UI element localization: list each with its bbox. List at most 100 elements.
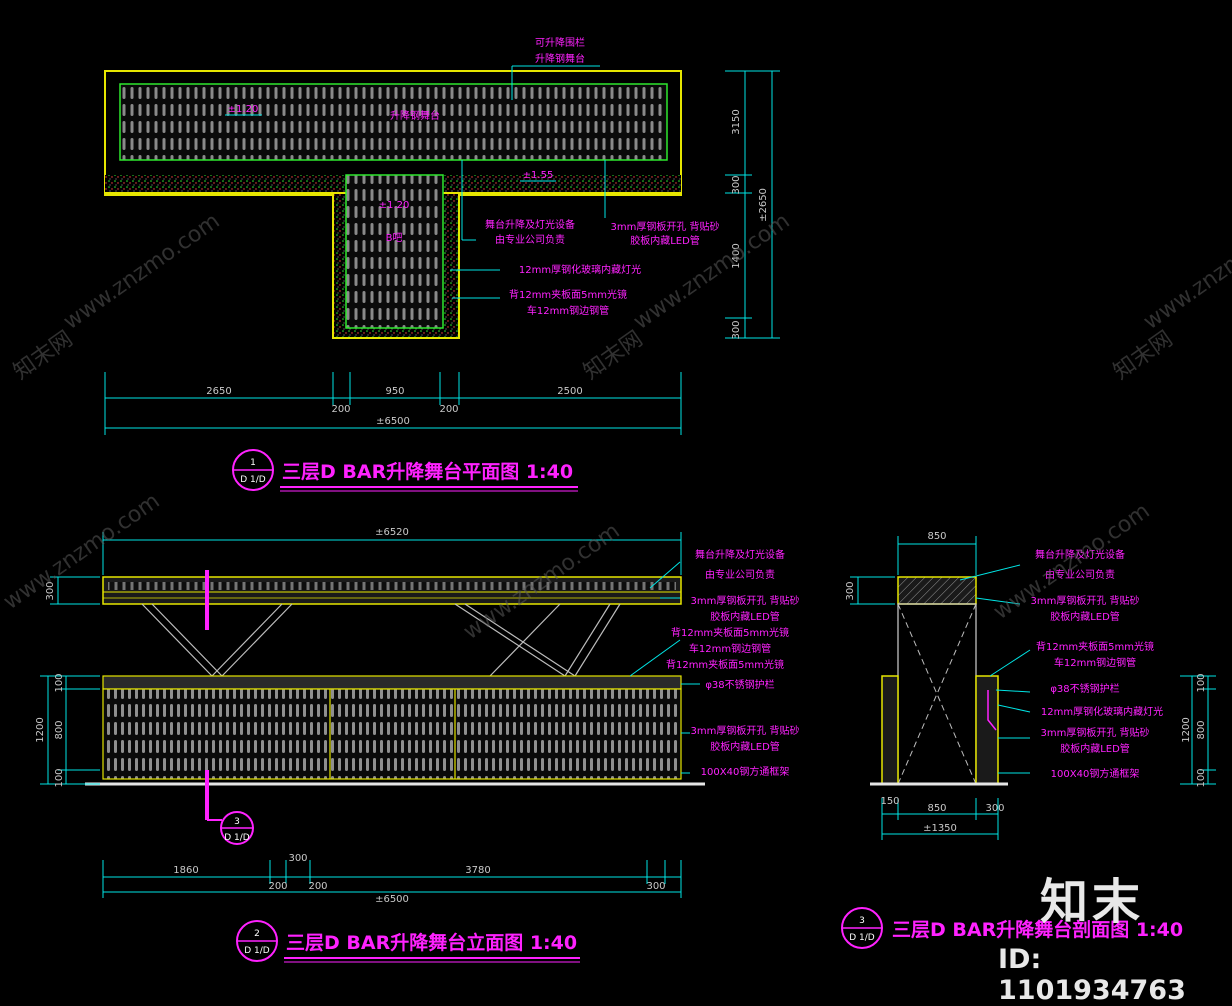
plan-dim-right-0: 3150: [731, 109, 742, 134]
plan-callout-2: 3mm厚钢板开孔 背贴砂: [610, 220, 719, 233]
plan-callouts: 舞台升降及灯光设备 由专业公司负责 3mm厚钢板开孔 背贴砂 胶板内藏LED管 …: [450, 160, 720, 317]
section-dim-top-lines: [897, 536, 977, 575]
elev-title: 三层D BAR升降舞台立面图 1:40: [286, 931, 577, 954]
plan-tag-num: 1: [250, 458, 256, 468]
plan-label-level1: ±1.20: [228, 104, 259, 115]
plan-callout-0: 舞台升降及灯光设备: [485, 218, 575, 231]
section-dim-bottom-0: 150: [880, 796, 899, 807]
plan-dim-bottom-5: ±6500: [376, 416, 410, 427]
plan-dim-bottom-1: 200: [331, 404, 350, 415]
section-dims-bottom-lines: [881, 798, 999, 840]
plan-label-level3: ±1.20: [379, 200, 410, 211]
section-callout-5: 车12mm钢边钢管: [1054, 656, 1136, 669]
section-dim-right-1: 800: [1196, 720, 1207, 739]
section-callout-4: 背12mm夹板面5mm光镜: [1036, 640, 1154, 653]
scissor-lift: [141, 603, 621, 677]
elev-callout-2: 3mm厚钢板开孔 背贴砂: [690, 594, 799, 607]
plan-dims-bottom: [104, 372, 682, 435]
elev-section-tag: 3 D 1/D: [220, 811, 254, 845]
elev-callout-8: 3mm厚钢板开孔 背贴砂: [690, 724, 799, 737]
elev-dim-bottom-6: ±6500: [375, 894, 409, 905]
section-dims-right-lines: [1180, 675, 1216, 785]
elev-cap: [102, 675, 682, 690]
section-title-tag: 3 D 1/D: [841, 907, 883, 949]
plan-label-center: 升降钢舞台: [390, 109, 440, 122]
elev-dim-bottom-3: 200: [308, 881, 327, 892]
elev-dim-bottom-5: 300: [646, 881, 665, 892]
watermark-text: www.znzmo.com: [1139, 209, 1232, 335]
plan-view: 可升降围栏 升降钢舞台 升降钢舞台 ±1.20 ±1.55 ±1.20 B吧 舞…: [104, 36, 780, 492]
elev-callout-9: 胶板内藏LED管: [710, 740, 780, 753]
plan-dim-bottom-4: 2500: [557, 386, 582, 397]
plan-dims-right: [725, 70, 780, 339]
elev-dims-bottom-lines: [102, 860, 682, 898]
plan-label-top2: 升降钢舞台: [535, 52, 585, 65]
elev-tag-sheet: D 1/D: [244, 946, 270, 956]
elev-dim-left-top: 300: [45, 581, 56, 600]
plan-grating-top: [119, 83, 668, 161]
elev-section-tag-sheet: D 1/D: [224, 833, 250, 843]
elev-grating: [102, 688, 682, 780]
watermark-text-cn: 知末网: [579, 327, 647, 385]
section-callout-7: 12mm厚钢化玻璃内藏灯光: [1041, 705, 1163, 718]
section-dim-right-2: 1200: [1181, 717, 1192, 742]
section-callout-10: 100X40钢方通框架: [1051, 767, 1140, 780]
section-tag-sheet: D 1/D: [849, 933, 875, 943]
elev-section-tag-num: 3: [234, 817, 240, 827]
elev-dim-bottom-1: 200: [268, 881, 287, 892]
plan-label-top1: 可升降围栏: [535, 36, 585, 49]
section-right-wall: [975, 675, 999, 785]
plan-dim-bottom-3: 200: [439, 404, 458, 415]
plan-grating-stem: [345, 174, 444, 329]
elev-dim-left-2: 800: [54, 720, 65, 739]
section-callout-8: 3mm厚钢板开孔 背贴砂: [1040, 726, 1149, 739]
section-view: 850 300 100 800 1200 100: [841, 531, 1216, 949]
elev-dim-top: ±6520: [375, 527, 409, 538]
plan-dim-bottom-0: 2650: [206, 386, 231, 397]
section-body: [897, 603, 977, 785]
section-dim-top: 850: [927, 531, 946, 542]
watermark-text-cn: 知末网: [1109, 327, 1177, 385]
section-callout-6: φ38不锈钢护栏: [1050, 682, 1119, 695]
section-callout-1: 由专业公司负责: [1045, 568, 1115, 581]
plan-tag-sheet: D 1/D: [240, 475, 266, 485]
elev-dim-left-3: 100: [54, 768, 65, 787]
section-tag-num: 3: [859, 916, 865, 926]
plan-callout-3: 胶板内藏LED管: [630, 234, 700, 247]
plan-dim-right-4: ±2650: [758, 188, 769, 222]
elev-dim-left-0: 1200: [35, 717, 46, 742]
section-dim-right-0: 100: [1196, 673, 1207, 692]
elev-callout-3: 胶板内藏LED管: [710, 610, 780, 623]
elev-tag-num: 2: [254, 929, 260, 939]
plan-dim-right-3: 300: [731, 320, 742, 339]
plan-label-stem: B吧: [386, 233, 403, 244]
section-left-wall: [881, 675, 899, 785]
plan-title-tag: 1 D 1/D: [232, 449, 274, 491]
elev-dim-left-1: 100: [54, 673, 65, 692]
section-dim-bottom-2: 300: [985, 803, 1004, 814]
section-callout-3: 胶板内藏LED管: [1050, 610, 1120, 623]
section-callout-9: 胶板内藏LED管: [1060, 742, 1130, 755]
section-callout-0: 舞台升降及灯光设备: [1035, 548, 1125, 561]
watermark-text-cn: 知末网: [9, 327, 77, 385]
section-dim-bottom-1: 850: [927, 803, 946, 814]
section-dim-bottom-3: ±1350: [923, 823, 957, 834]
plan-callout-5: 背12mm夹板面5mm光镜: [509, 288, 627, 301]
watermark-text: www.znzmo.com: [59, 209, 224, 335]
section-callout-2: 3mm厚钢板开孔 背贴砂: [1030, 594, 1139, 607]
section-title: 三层D BAR升降舞台剖面图 1:40: [892, 918, 1183, 941]
brand-logo: 知末: [1040, 874, 1145, 930]
elev-callout-7: φ38不锈钢护栏: [705, 678, 774, 691]
image-id-label: ID: 1101934763: [998, 944, 1186, 1006]
elev-dim-top-lines: [102, 532, 682, 575]
elev-callout-6: 背12mm夹板面5mm光镜: [666, 658, 784, 671]
section-dim-left: 300: [845, 581, 856, 600]
plan-dim-right-2: 1400: [731, 243, 742, 268]
section-dim-left-lines: [850, 576, 895, 605]
elev-callout-10: 100X40钢方通框架: [701, 765, 790, 778]
section-callouts: 舞台升降及灯光设备 由专业公司负责 3mm厚钢板开孔 背贴砂 胶板内藏LED管 …: [959, 548, 1163, 780]
elev-dims-left-lines: [40, 576, 100, 785]
elev-dim-bottom-2: 300: [288, 853, 307, 864]
section-dim-right-3: 100: [1196, 768, 1207, 787]
